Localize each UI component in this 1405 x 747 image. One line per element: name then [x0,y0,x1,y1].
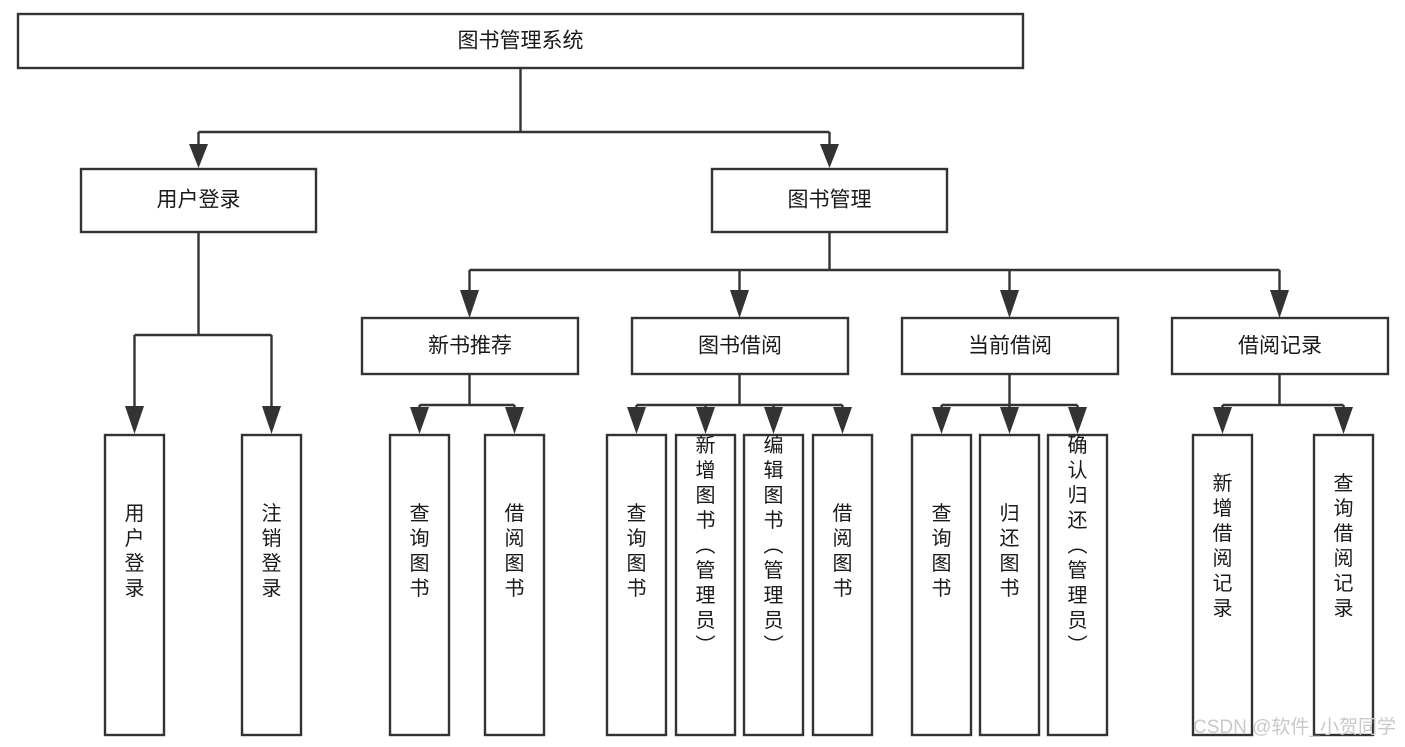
leaf-user-login-logout-label: 注销登录 [262,502,282,600]
node-borrow-record-label: 借阅记录 [1238,335,1322,358]
leaf-borrow-record-add[interactable]: 新增借阅记录 [1191,433,1254,737]
node-user-login[interactable]: 用户登录 [79,167,318,234]
arrow-head-icon [410,407,429,434]
arrow-head-icon [460,290,479,318]
leaf-user-login-logout[interactable]: 注销登录 [240,433,303,737]
leaf-new-book-query-label: 查询图书 [410,502,430,600]
leaf-book-borrow-query-label: 查询图书 [627,502,647,600]
connector-group-current-borrow [932,374,1087,434]
arrow-head-icon [820,144,839,168]
arrow-head-icon [1068,407,1087,434]
csdn-watermark: CSDN @软件_小贺同学 [1193,716,1396,738]
node-book-management-label: 图书管理 [788,189,872,212]
leaf-current-borrow-return[interactable]: 归还图书 [978,433,1041,737]
leaf-book-borrow-lend[interactable]: 借阅图书 [811,433,874,737]
leaf-book-borrow-lend-label: 借阅图书 [833,502,853,600]
node-book-management[interactable]: 图书管理 [710,167,949,234]
node-new-book-recommend[interactable]: 新书推荐 [360,316,580,376]
node-book-borrow-label: 图书借阅 [698,335,782,358]
arrow-head-icon [1213,407,1232,434]
arrow-head-icon [505,407,524,434]
leaf-user-login-signin-label: 用户登录 [125,503,145,600]
leaf-book-borrow-add[interactable]: 新增图书︵管理员︶ [674,433,737,737]
node-current-borrow-label: 当前借阅 [968,335,1052,358]
arrow-head-icon [696,407,715,434]
leaf-book-borrow-query[interactable]: 查询图书 [605,433,668,737]
arrow-head-icon [1270,290,1289,318]
node-root-system[interactable]: 图书管理系统 [16,12,1025,70]
leaf-borrow-record-add-label: 新增借阅记录 [1213,472,1233,620]
arrow-head-icon [627,407,646,434]
leaf-new-book-borrow[interactable]: 借阅图书 [483,433,546,737]
connector-group-book-manage [460,232,1289,318]
arrow-head-icon [189,144,208,168]
connector-group-borrow-record [1213,374,1353,434]
leaf-new-book-query[interactable]: 查询图书 [388,433,451,737]
leaf-borrow-record-query[interactable]: 查询借阅记录 [1312,433,1375,737]
leaf-book-borrow-edit-label: 编辑图书︵管理员︶ [764,434,784,657]
node-book-borrow[interactable]: 图书借阅 [630,316,850,376]
leaf-book-borrow-edit[interactable]: 编辑图书︵管理员︶ [742,433,805,737]
node-borrow-record[interactable]: 借阅记录 [1170,316,1390,376]
arrow-head-icon [1000,407,1019,434]
leaf-current-borrow-query[interactable]: 查询图书 [910,433,973,737]
leaf-current-borrow-confirm-label: 确认归还︵管理员︶ [1068,434,1088,657]
arrow-head-icon [262,406,281,434]
leaf-current-borrow-return-label: 归还图书 [1000,502,1020,600]
leaf-user-login-signin[interactable]: 用户登录 [103,433,166,737]
connector-group-root [189,68,839,168]
node-current-borrow[interactable]: 当前借阅 [900,316,1120,376]
connector-group-new-book [410,374,524,434]
arrow-head-icon [730,290,749,318]
connector-group-book-borrow [627,374,852,434]
arrow-head-icon [764,407,783,434]
node-user-login-label: 用户登录 [157,189,241,212]
node-root-system-label: 图书管理系统 [458,30,584,53]
arrow-head-icon [1000,290,1019,318]
arrow-head-icon [833,407,852,434]
leaf-current-borrow-confirm[interactable]: 确认归还︵管理员︶ [1046,433,1109,737]
connector-group-user-login [125,232,281,434]
leaf-book-borrow-add-label: 新增图书︵管理员︶ [696,434,716,657]
arrow-head-icon [932,407,951,434]
arrow-head-icon [1334,407,1353,434]
leaf-current-borrow-query-label: 查询图书 [932,502,952,600]
node-new-book-recommend-label: 新书推荐 [428,335,512,358]
leaf-new-book-borrow-label: 借阅图书 [505,502,525,600]
leaf-borrow-record-query-label: 查询借阅记录 [1334,472,1354,620]
arrow-head-icon [125,406,144,434]
